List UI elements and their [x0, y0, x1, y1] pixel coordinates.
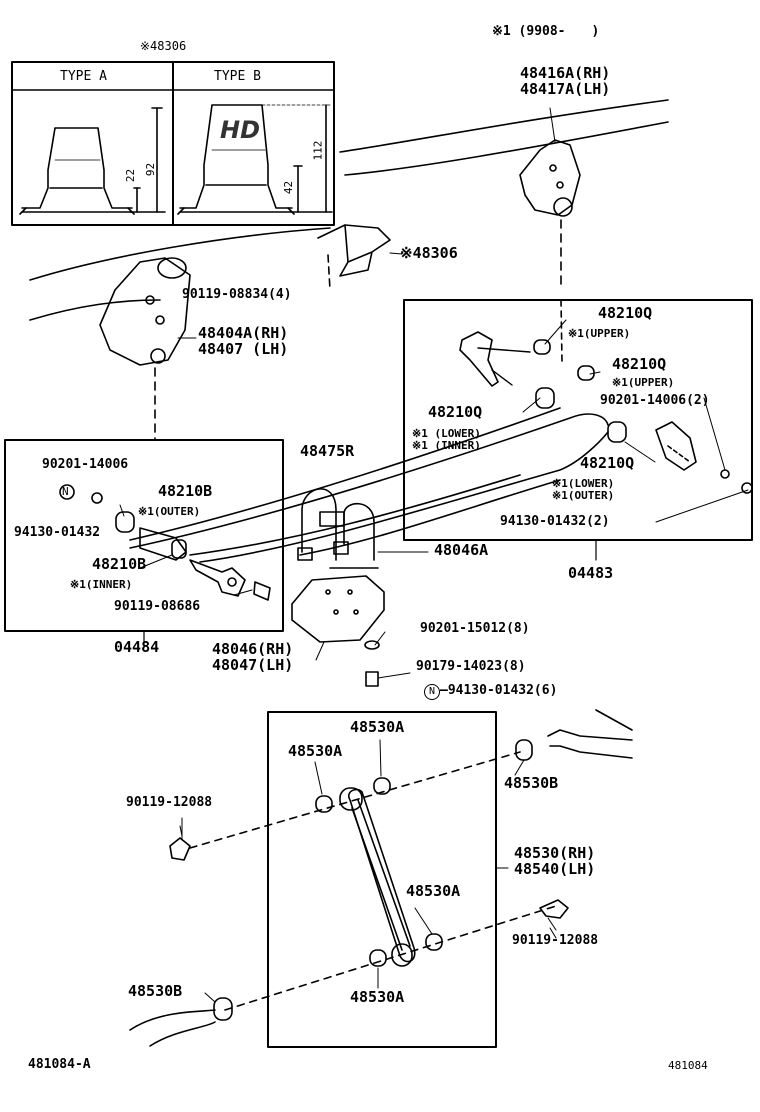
leaf-spring	[129, 407, 609, 563]
part-48475r-label: 48475R	[300, 442, 355, 460]
part-48530a-top-1: 48530A	[350, 718, 405, 736]
part-94130-01432-2-label: 94130-01432(2)	[500, 514, 610, 529]
part-48210q-upper-2: 48210Q	[612, 355, 667, 373]
hd-mark: HD	[220, 116, 261, 144]
part-48046a-label: 48046A	[434, 541, 489, 559]
bushing-kit-box-04483	[403, 299, 753, 561]
part-90201-15012-label: 90201-15012(8)	[420, 621, 530, 636]
part-48210b-inner-label: 48210B	[92, 555, 147, 573]
kit-04483-label: 04483	[568, 564, 614, 582]
part-90179-14023-label: 90179-14023(8)	[416, 659, 526, 674]
part-48530b-bottom-label: 48530B	[128, 982, 183, 1000]
type-b-dim-42: 42	[282, 180, 296, 195]
part-94130-01432-label: 94130-01432	[14, 525, 101, 540]
bushing-kit-box-04484	[4, 439, 284, 649]
part-48210b-inner-note: ※1(INNER)	[70, 578, 133, 591]
part-90119-08834-label: 90119-08834(4)	[182, 287, 292, 302]
figure-ref-left: 481084-A	[28, 1057, 91, 1072]
part-48306-label: ※48306	[400, 244, 458, 262]
front-hanger-48416a	[519, 107, 581, 291]
part-48210q-lower-1: 48210Q	[428, 403, 483, 421]
part-90201-14006-label: 90201-14006	[42, 457, 129, 472]
part-48530a-bottom-label: 48530A	[350, 988, 405, 1006]
kit-04484-label: 04484	[114, 638, 160, 656]
part-94130-01432-6-label: N—94130-01432(6)	[424, 684, 557, 700]
part-48210q-lower-1-notes: ※1 (LOWER)※1 (INNER)	[412, 427, 481, 452]
part-48530-label: 48530(RH)48540(LH)	[514, 844, 596, 878]
bumper-bracket-48306	[317, 224, 403, 291]
type-a-dim-92: 92	[144, 162, 158, 177]
part-90119-12088-right-label: 90119-12088	[512, 933, 599, 948]
part-48530a-mid-label: 48530A	[406, 882, 461, 900]
u-bolts-48475r	[297, 488, 429, 561]
type-b-dim-112: 112	[311, 140, 325, 161]
type-b-label: TYPE B	[214, 69, 261, 84]
n-mark-left: N	[62, 485, 69, 498]
part-48210q-upper-1-note: ※1(UPPER)	[568, 327, 631, 340]
shock-mount-parts	[129, 709, 633, 1047]
part-48210b-outer-note: ※1(OUTER)	[138, 505, 201, 518]
part-48210q-upper-2-note: ※1(UPPER)	[612, 376, 675, 389]
n-mark-right: N	[424, 684, 440, 700]
part-90119-12088-left-label: 90119-12088	[126, 795, 213, 810]
leader-lines	[119, 319, 749, 989]
part-48210q-lower-2-notes: ※1(LOWER)※1(OUTER)	[552, 477, 615, 502]
shock-absorber-box	[189, 711, 557, 1048]
type-a-dim-22: 22	[124, 168, 138, 183]
bracket-type-inset	[11, 61, 335, 226]
part-90201-14006-2-label: 90201-14006(2)	[600, 393, 710, 408]
part-48530b-top-label: 48530B	[504, 774, 559, 792]
rear-hanger-48404a	[99, 257, 197, 441]
figure-ref-right: 481084	[668, 1059, 708, 1072]
part-48210q-upper-1: 48210Q	[598, 304, 653, 322]
part-48046-label: 48046(RH)48047(LH)	[212, 640, 294, 674]
part-48404a-label: 48404A(RH)48407 (LH)	[198, 324, 289, 358]
part-48530a-top-2: 48530A	[288, 742, 343, 760]
part-48416a-label: 48416A(RH)48417A(LH)	[520, 64, 611, 98]
type-a-label: TYPE A	[60, 69, 107, 84]
spring-seat-48046	[291, 567, 385, 687]
part-48210q-lower-2: 48210Q	[580, 454, 635, 472]
date-note: ※1 (9908- )	[492, 24, 600, 39]
part-90119-08686-label: 90119-08686	[114, 599, 201, 614]
bracket-ref-label: ※48306	[140, 39, 187, 53]
part-48210b-outer-label: 48210B	[158, 482, 213, 500]
